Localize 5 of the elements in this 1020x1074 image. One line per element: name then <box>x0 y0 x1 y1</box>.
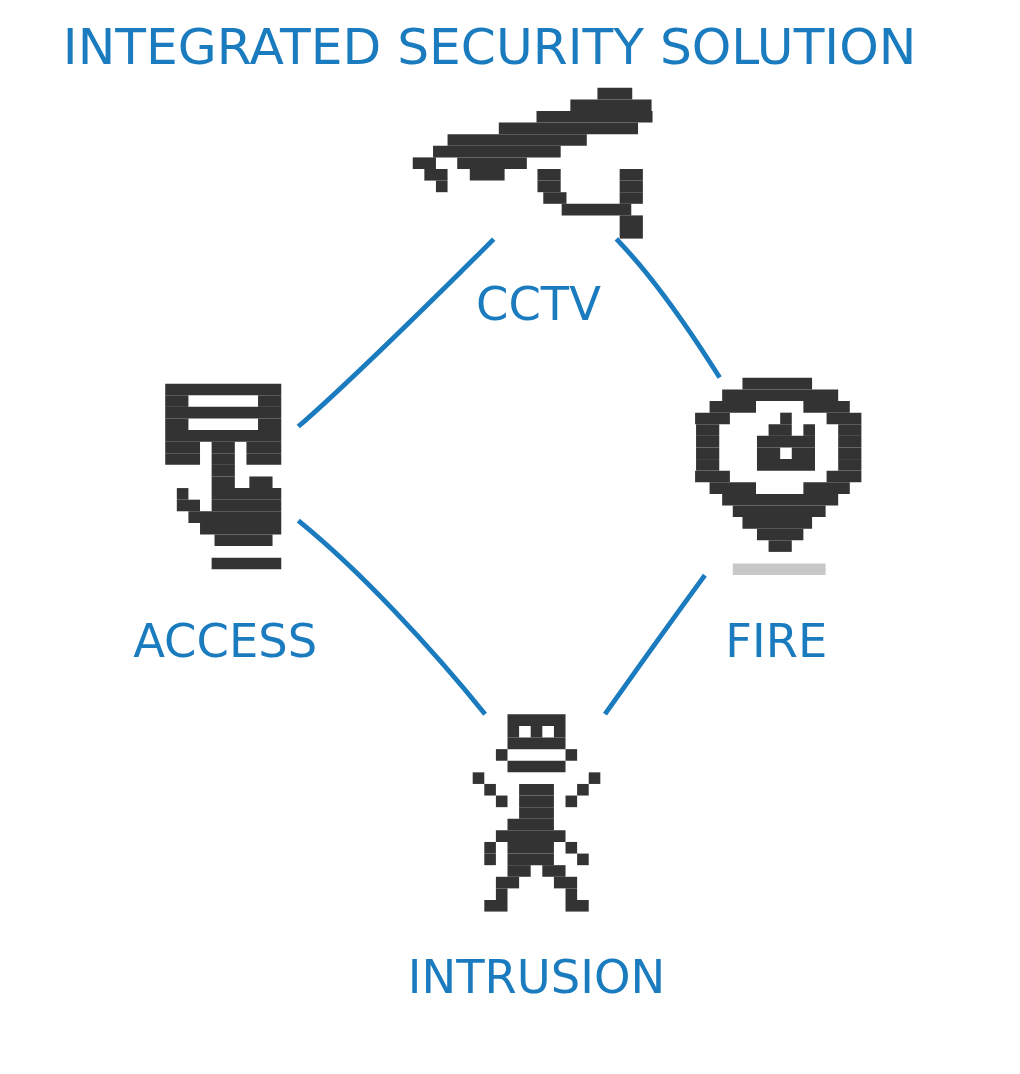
node-label: INTRUSION <box>407 950 665 1005</box>
diagram-title: INTEGRATED SECURITY SOLUTION <box>62 17 916 77</box>
node-label: ACCESS <box>132 613 317 668</box>
node-label: CCTV <box>475 277 601 332</box>
node-label: FIRE <box>724 613 827 668</box>
